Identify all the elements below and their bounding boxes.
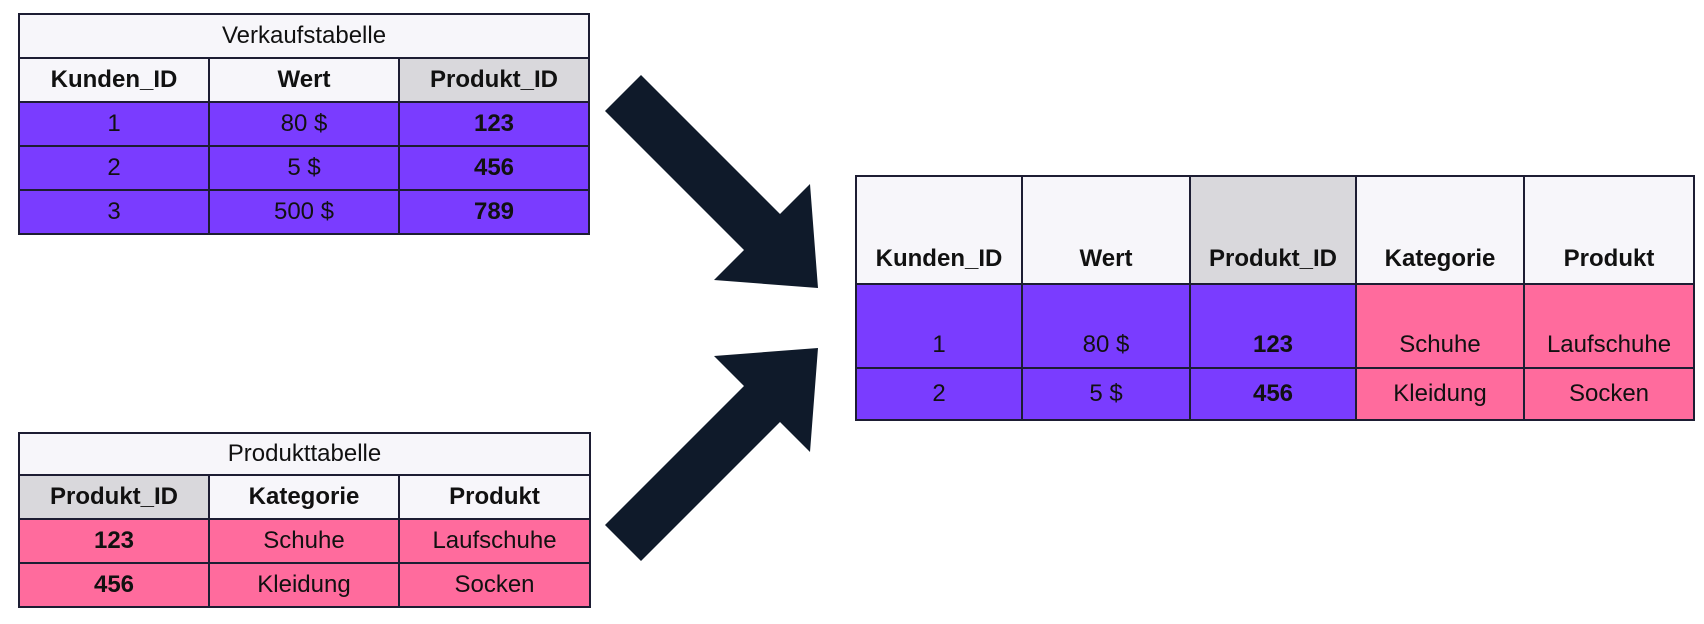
table-row: 1 80 $ 123 Schuhe Laufschuhe	[855, 283, 1695, 369]
table-row: 2 5 $ 456 Kleidung Socken	[855, 367, 1695, 421]
result-cell-wert: 80 $	[1021, 283, 1191, 369]
sales-cell-kunden-id: 1	[18, 101, 210, 147]
sales-header-kunden-id: Kunden_ID	[18, 57, 210, 103]
sales-table-title-row: Verkaufstabelle	[17, 13, 591, 59]
sales-cell-produkt-id: 456	[397, 145, 591, 191]
table-row: 3 500 $ 789	[18, 189, 591, 235]
result-header-produkt: Produkt	[1523, 175, 1695, 285]
product-table: Produkttabelle Produkt_ID Kategorie Prod…	[18, 432, 591, 608]
result-cell-produkt: Laufschuhe	[1523, 283, 1695, 369]
sales-table-header-row: Kunden_ID Wert Produkt_ID	[18, 57, 591, 103]
result-cell-kategorie: Schuhe	[1355, 283, 1525, 369]
product-cell-produkt-id: 456	[18, 562, 210, 608]
result-cell-produkt-id: 456	[1189, 367, 1357, 421]
product-table-title: Produkttabelle	[18, 432, 591, 476]
product-table-header-row: Produkt_ID Kategorie Produkt	[18, 474, 591, 520]
sales-cell-wert: 500 $	[208, 189, 400, 235]
result-table: Kunden_ID Wert Produkt_ID Kategorie Prod…	[855, 175, 1695, 421]
product-header-produkt-id: Produkt_ID	[18, 474, 210, 520]
result-cell-kunden-id: 1	[855, 283, 1023, 369]
arrow-up-right-icon	[605, 348, 818, 561]
sales-header-wert: Wert	[208, 57, 400, 103]
product-table-title-row: Produkttabelle	[18, 432, 591, 476]
product-cell-produkt: Laufschuhe	[398, 518, 591, 564]
result-cell-produkt: Socken	[1523, 367, 1695, 421]
result-header-wert: Wert	[1021, 175, 1191, 285]
result-cell-wert: 5 $	[1021, 367, 1191, 421]
sales-cell-produkt-id: 789	[397, 189, 591, 235]
result-header-produkt-id: Produkt_ID	[1189, 175, 1357, 285]
product-cell-produkt: Socken	[398, 562, 591, 608]
result-table-header-row: Kunden_ID Wert Produkt_ID Kategorie Prod…	[855, 175, 1695, 285]
product-cell-kategorie: Kleidung	[208, 562, 400, 608]
table-row: 123 Schuhe Laufschuhe	[18, 518, 591, 564]
sales-cell-wert: 80 $	[208, 101, 400, 147]
result-cell-kunden-id: 2	[855, 367, 1023, 421]
product-cell-produkt-id: 123	[18, 518, 210, 564]
sales-cell-produkt-id: 123	[397, 101, 591, 147]
product-header-produkt: Produkt	[398, 474, 591, 520]
table-row: 1 80 $ 123	[18, 101, 591, 147]
result-header-kategorie: Kategorie	[1355, 175, 1525, 285]
sales-table-title: Verkaufstabelle	[17, 13, 591, 59]
sales-cell-wert: 5 $	[208, 145, 400, 191]
sales-table: Verkaufstabelle Kunden_ID Wert Produkt_I…	[17, 13, 591, 235]
table-row: 456 Kleidung Socken	[18, 562, 591, 608]
result-cell-produkt-id: 123	[1189, 283, 1357, 369]
result-cell-kategorie: Kleidung	[1355, 367, 1525, 421]
sales-cell-kunden-id: 2	[18, 145, 210, 191]
sales-cell-kunden-id: 3	[18, 189, 210, 235]
table-row: 2 5 $ 456	[18, 145, 591, 191]
product-cell-kategorie: Schuhe	[208, 518, 400, 564]
result-header-kunden-id: Kunden_ID	[855, 175, 1023, 285]
sales-header-produkt-id: Produkt_ID	[397, 57, 591, 103]
product-header-kategorie: Kategorie	[208, 474, 400, 520]
arrow-down-right-icon	[605, 75, 818, 288]
